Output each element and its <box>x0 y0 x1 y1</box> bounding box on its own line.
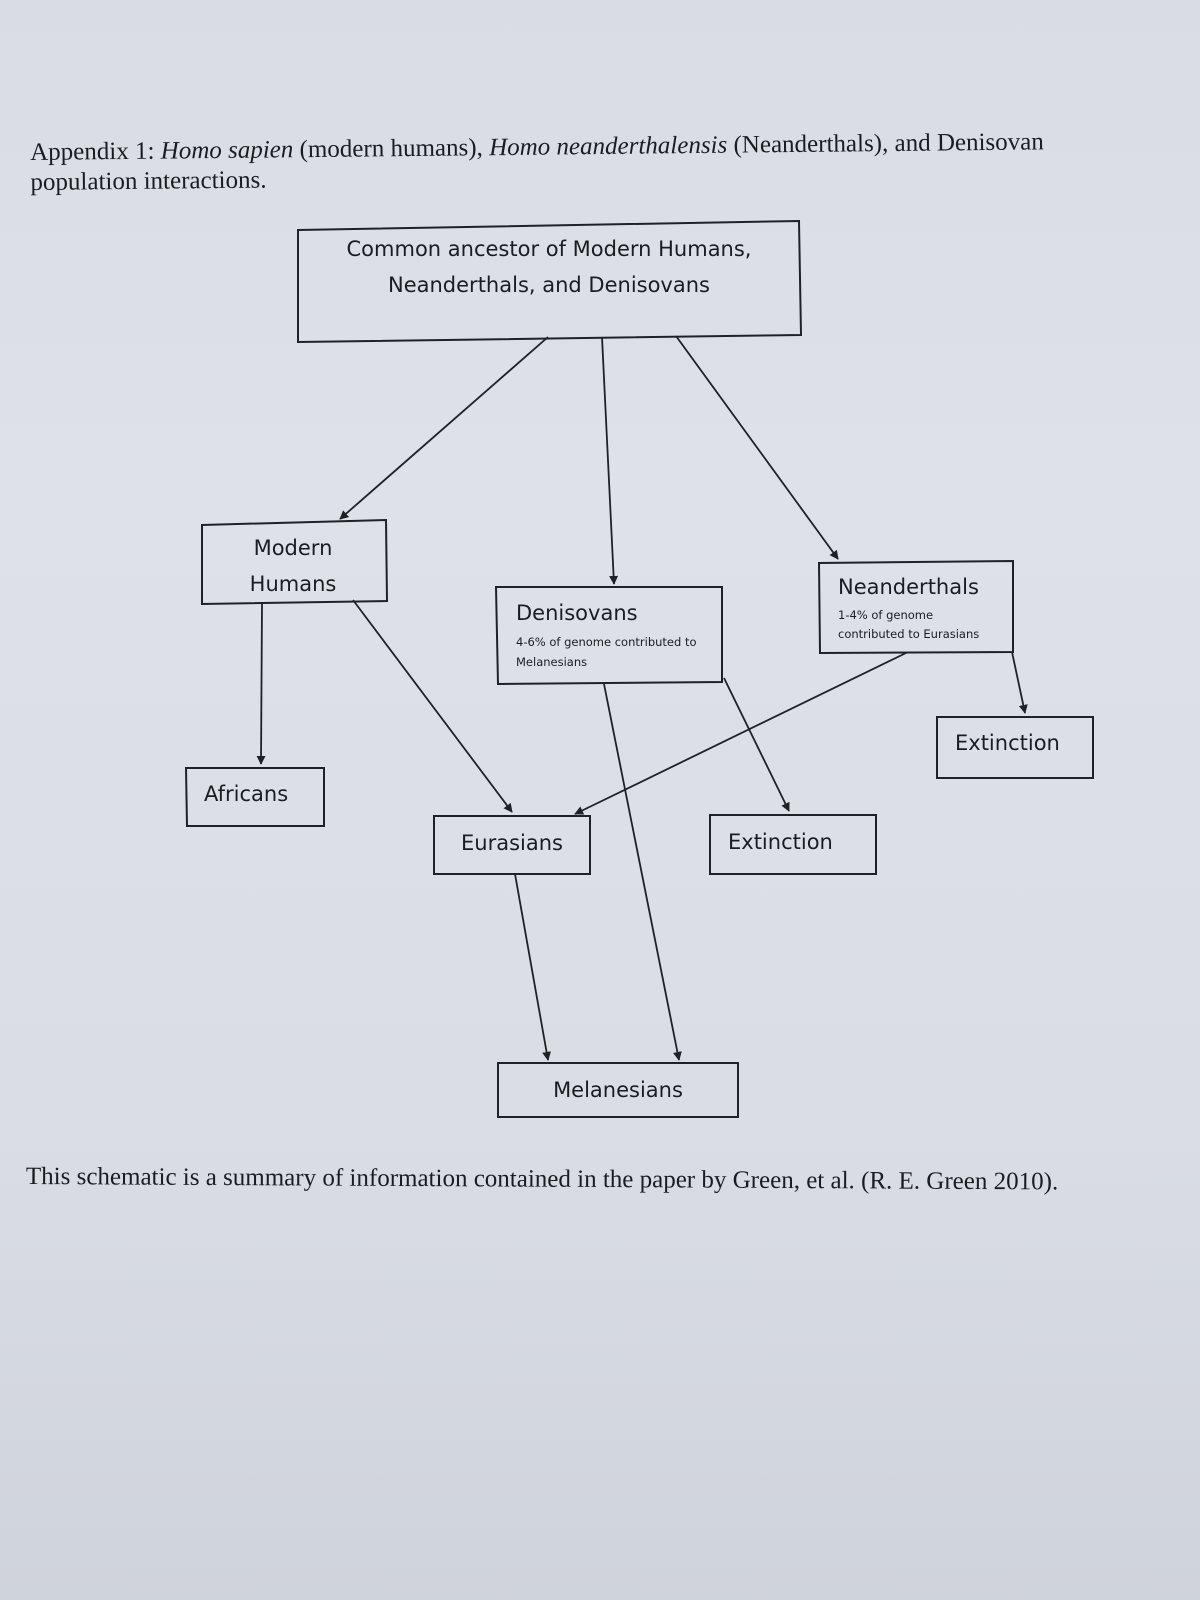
node-africans: Africans <box>184 767 325 827</box>
node-modern-humans: Modern Humans <box>201 518 389 606</box>
neanderthals-note-line1: 1-4% of genome <box>838 608 933 622</box>
edge-denisovans-to-extinction <box>723 677 790 812</box>
neanderthals-note-line2: contributed to Eurasians <box>838 627 979 641</box>
source-footnote: This schematic is a summary of informati… <box>25 1163 1059 1196</box>
edge-eurasians-to-melanesians <box>514 873 552 1061</box>
ancestor-label-line1: Common ancestor of Modern Humans, <box>347 237 752 261</box>
extinction-denisovan-label: Extinction <box>728 830 833 854</box>
edge-ancestor-to-neanderthals <box>675 335 839 560</box>
node-common-ancestor: Common ancestor of Modern Humans, Neande… <box>297 219 803 344</box>
denisovans-title: Denisovans <box>516 601 638 625</box>
node-neanderthals: Neanderthals 1-4% of genome contributed … <box>817 559 1014 655</box>
africans-label: Africans <box>204 782 288 806</box>
denisovans-note-line1: 4-6% of genome contributed to <box>516 635 697 649</box>
edge-ancestor-to-modern-humans <box>339 336 549 520</box>
edge-neanderthals-to-eurasians <box>574 652 907 815</box>
edge-ancestor-to-denisovans <box>601 336 619 585</box>
edge-denisovans-to-melanesians <box>603 683 682 1061</box>
edge-modern-humans-to-eurasians <box>352 599 513 813</box>
edge-neanderthals-to-extinction <box>1011 651 1028 714</box>
ancestor-label-line2: Neanderthals, and Denisovans <box>388 273 710 297</box>
node-denisovans: Denisovans 4-6% of genome contributed to… <box>494 586 723 686</box>
modern-humans-label-line1: Modern <box>254 536 333 560</box>
edge-modern-humans-to-africans <box>256 602 266 765</box>
node-melanesians: Melanesians <box>497 1062 739 1118</box>
melanesians-label: Melanesians <box>553 1078 683 1102</box>
denisovans-note-line2: Melanesians <box>516 655 587 669</box>
neanderthals-title: Neanderthals <box>838 575 979 599</box>
extinction-neanderthal-label: Extinction <box>955 731 1060 755</box>
node-extinction-denisovan: Extinction <box>709 814 877 875</box>
modern-humans-label-line2: Humans <box>250 572 337 596</box>
node-eurasians: Eurasians <box>433 815 591 875</box>
node-extinction-neanderthal: Extinction <box>936 716 1094 779</box>
eurasians-label: Eurasians <box>461 831 563 855</box>
